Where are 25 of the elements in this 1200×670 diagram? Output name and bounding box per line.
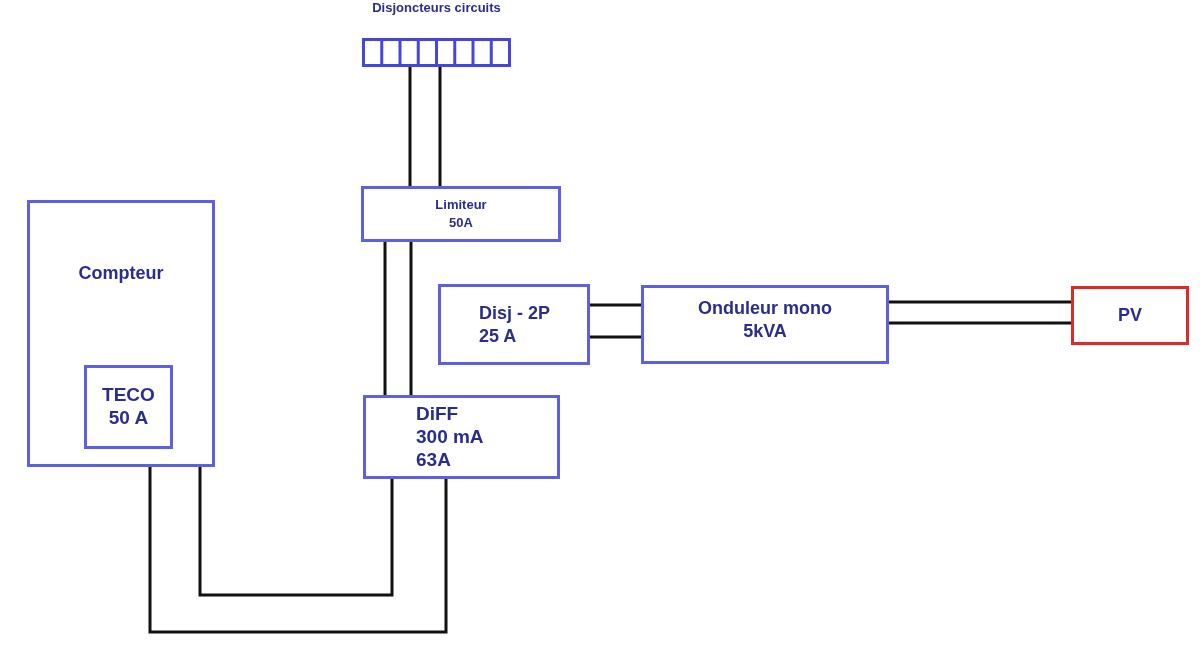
component-box <box>84 365 173 449</box>
component-box <box>363 395 560 479</box>
component-box <box>361 186 561 242</box>
component-label: TECO 50 A <box>101 384 156 430</box>
component-label: Limiteur 50A <box>434 196 488 232</box>
component-box <box>641 285 889 364</box>
component-label: Onduleur mono 5kVA <box>697 297 833 342</box>
wire <box>889 300 1071 304</box>
component-label: DiFF 300 mA 63A <box>416 402 484 472</box>
strip-heading: Disjoncteurs circuits <box>372 0 501 16</box>
wire <box>408 67 412 186</box>
wire <box>409 242 413 395</box>
wire <box>889 321 1071 325</box>
component-box <box>438 284 590 365</box>
component-box <box>27 200 215 467</box>
component-label: Disj - 2P 25 A <box>479 302 551 347</box>
component-label: PV <box>1118 304 1142 327</box>
wire <box>148 467 448 634</box>
component-box <box>1071 286 1189 345</box>
wire <box>590 335 641 339</box>
wire <box>383 242 387 395</box>
wire <box>198 467 394 597</box>
wire <box>590 303 641 307</box>
wire <box>438 67 442 186</box>
component-label: Compteur <box>78 263 164 285</box>
